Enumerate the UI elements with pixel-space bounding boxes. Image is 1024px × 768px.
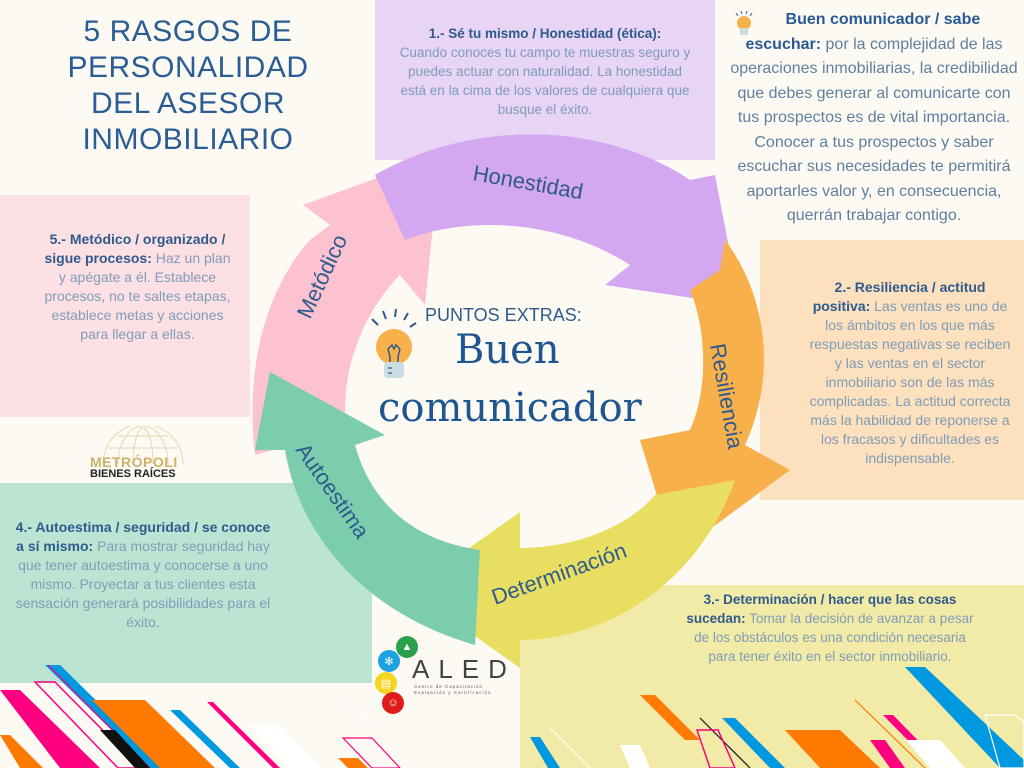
extra-points-kicker: PUNTOS EXTRAS: <box>425 305 582 325</box>
lightbulb-icon <box>371 308 417 378</box>
page-title: 5 RASGOS DE PERSONALIDAD DEL ASESOR INMO… <box>67 15 309 156</box>
arrow-resiliencia <box>640 240 790 555</box>
arrow-honestidad <box>375 134 740 305</box>
globe-icon <box>102 426 184 465</box>
trait-determinacion-text: 3.- Determinación / hacer que las cosas … <box>686 592 974 664</box>
title-panel <box>0 0 375 195</box>
trait-autoestima-text: 4.- Autoestima / seguridad / se conoce a… <box>15 519 271 630</box>
lightbulb-icon <box>735 10 753 35</box>
extra-title-line2: comunicador <box>378 385 642 431</box>
center-extra-points: PUNTOS EXTRAS: Buen comunicador <box>360 305 650 445</box>
graduate-icon: ▲ <box>396 636 418 658</box>
metropoli-logo: METRÓPOLI BIENES RAÍCES <box>88 426 198 482</box>
honestidad-panel <box>375 0 715 160</box>
aled-logo: ▲ ✻ ▤ ☺ ALED Centro de Capacitación Eval… <box>372 632 522 717</box>
buen-comunicador-panel <box>715 0 1024 245</box>
extra-title-line1: Buen <box>455 327 560 373</box>
metodico-panel <box>0 195 250 417</box>
buen-comunicador-text: Buen comunicador / sabe escuchar: por la… <box>730 11 1018 224</box>
books-icon: ▤ <box>375 672 397 694</box>
person-icon: ☺ <box>382 692 404 714</box>
arrow-determinacion <box>410 480 735 668</box>
arrow-autoestima <box>255 372 480 645</box>
arrow-metodico <box>252 155 440 455</box>
atom-icon: ✻ <box>378 650 400 672</box>
trait-resiliencia-text: 2.- Resiliencia / actitud positiva: Las … <box>809 279 1011 466</box>
resiliencia-panel <box>760 240 1024 500</box>
trait-metodico-text: 5.- Metódico / organizado / sigue proces… <box>44 231 231 342</box>
trait-honestidad-text: 1.- Sé tu mismo / Honestidad (ética): Cu… <box>399 26 691 117</box>
